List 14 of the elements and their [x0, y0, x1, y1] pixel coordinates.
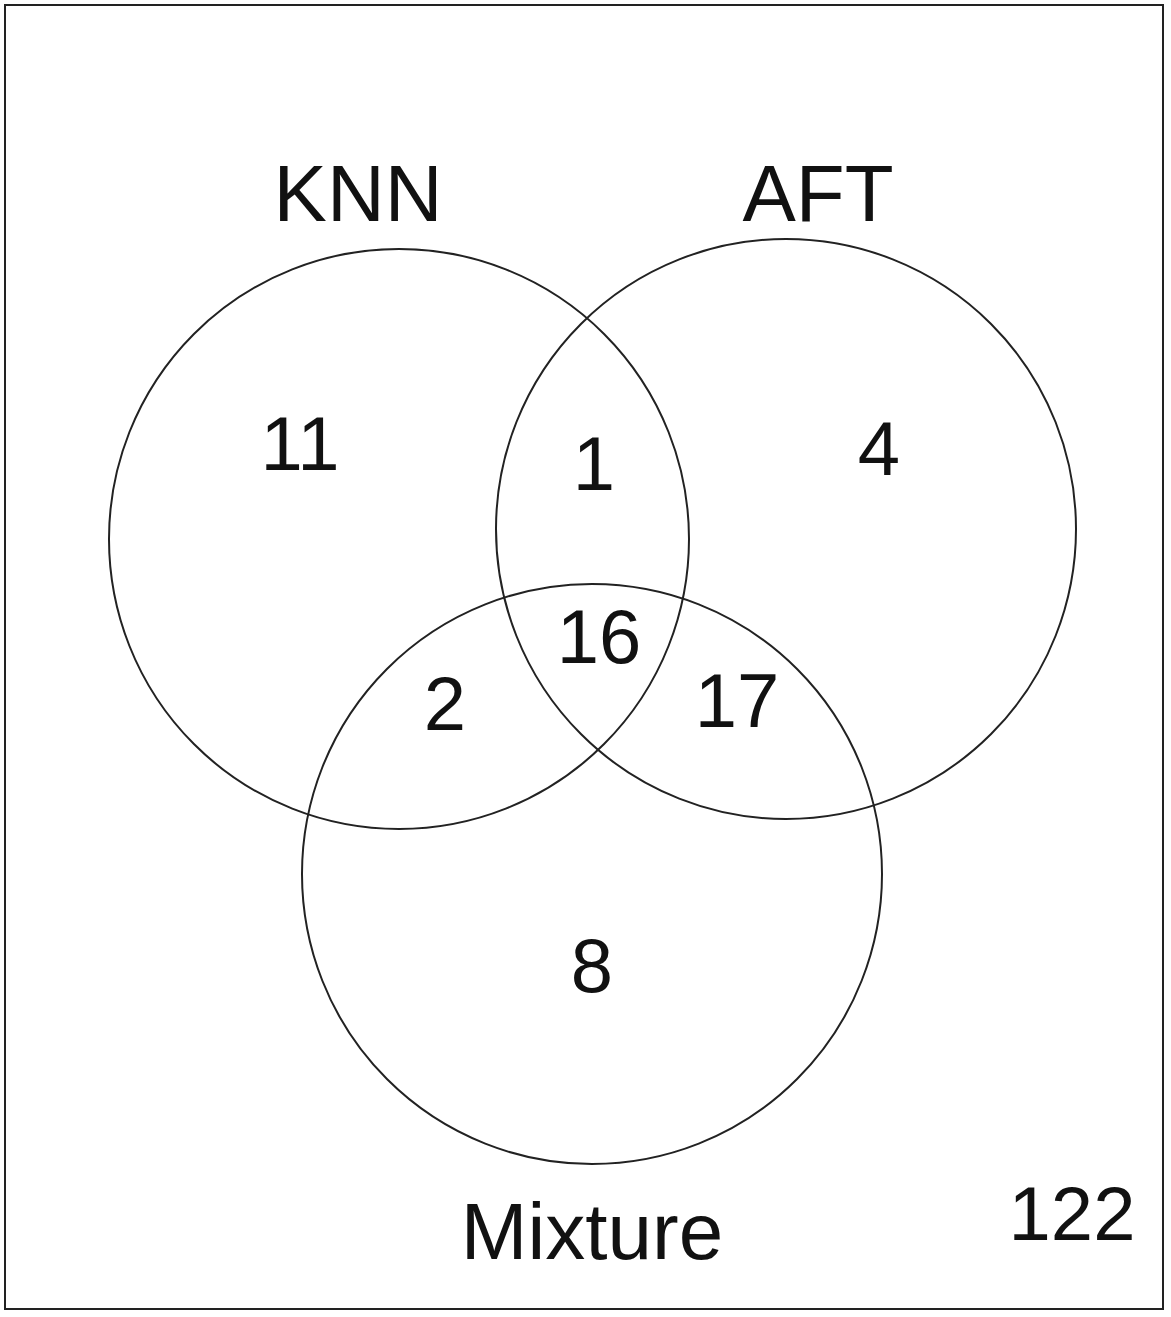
set-circle — [495, 238, 1077, 820]
count-number: 11 — [260, 406, 340, 482]
set-circle — [301, 583, 883, 1165]
set-label: KNN — [273, 154, 443, 234]
count-number: 16 — [556, 599, 642, 675]
count-number: 17 — [694, 663, 780, 739]
count-number: 8 — [570, 928, 614, 1004]
count-number: 2 — [423, 666, 467, 742]
count-number: 1 — [572, 426, 616, 502]
set-circle — [108, 248, 690, 830]
count-number: 122 — [1008, 1176, 1136, 1252]
count-number: 4 — [857, 411, 901, 487]
set-label: AFT — [742, 154, 894, 234]
set-label: Mixture — [460, 1192, 724, 1272]
